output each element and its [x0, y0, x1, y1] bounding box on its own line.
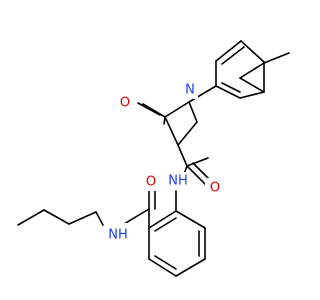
bond — [186, 157, 209, 167]
nitrogen-label: N — [185, 83, 195, 98]
atom-label-n-butyl: NH — [107, 223, 135, 243]
bond — [154, 255, 177, 270]
bond — [148, 210, 177, 229]
oxygen-label: O — [146, 175, 156, 190]
bond — [263, 52, 290, 64]
bond — [43, 209, 70, 225]
bond — [240, 40, 265, 63]
atom-label-n-ring: N — [182, 81, 198, 99]
pyrrolidinone-ring — [137, 101, 198, 167]
oxygen-label: O — [210, 181, 220, 196]
bond — [239, 77, 265, 93]
bond — [188, 101, 198, 123]
bond — [239, 62, 265, 79]
chemical-structure-diagram: O N O NH O NH — [17, 40, 290, 277]
oxygen-label: O — [120, 96, 130, 111]
bond — [175, 210, 206, 229]
bond — [215, 40, 242, 62]
atom-label-o-benzamide: O — [142, 173, 160, 191]
bond — [177, 144, 188, 167]
butyl-chain — [17, 209, 104, 226]
bond — [188, 85, 217, 103]
atom-label-o-amide: O — [205, 178, 223, 196]
bond — [221, 46, 245, 65]
bond — [239, 91, 265, 99]
bond — [186, 165, 207, 186]
nh-label: NH — [168, 174, 188, 189]
bond — [68, 211, 97, 225]
bond — [123, 208, 150, 225]
bond — [163, 116, 166, 125]
bond — [164, 116, 179, 146]
bond — [142, 103, 166, 118]
bond — [17, 209, 45, 226]
bond — [175, 258, 206, 277]
bond — [164, 101, 190, 118]
bond — [154, 217, 177, 232]
bond — [95, 211, 104, 226]
bond — [177, 121, 198, 146]
bond — [215, 85, 241, 99]
tolyl-group — [188, 40, 290, 103]
benzene-ring — [148, 190, 206, 277]
bond — [137, 102, 161, 116]
bond — [148, 258, 177, 277]
atom-label-n-amide: NH — [166, 172, 190, 190]
nh-label: NH — [108, 228, 128, 243]
bond — [221, 82, 241, 93]
atom-label-o-lactam: O — [116, 93, 134, 111]
